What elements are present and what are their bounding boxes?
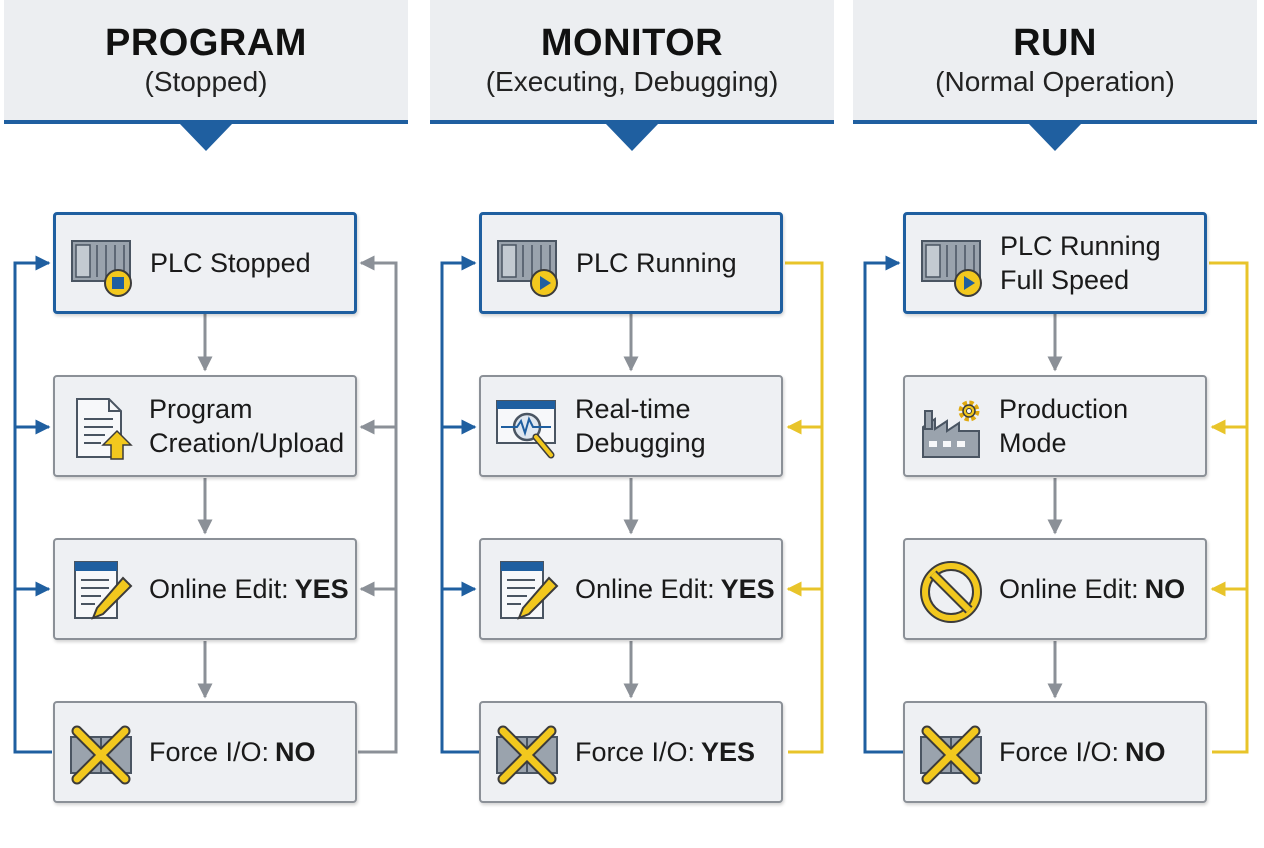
program-pointer [180, 124, 232, 151]
monitor-step-realtime-debugging: Real-time Debugging [479, 375, 783, 477]
step-label: Real-time Debugging [575, 394, 706, 458]
program-right-loop [358, 255, 398, 754]
run-pointer [1029, 124, 1081, 151]
step-label: PLC Stopped [150, 248, 311, 278]
run-title: RUN [1013, 22, 1097, 64]
monitor-subtitle: (Executing, Debugging) [485, 66, 779, 97]
monitor-step-plc-running: PLC Running [479, 212, 783, 314]
program-step-force-io: Force I/O:NO [53, 701, 357, 803]
program-subtitle: (Stopped) [144, 66, 268, 97]
run-header: RUN (Normal Operation) [853, 0, 1257, 151]
step-label: Online Edit:YES [149, 574, 349, 604]
monitor-step-force-io: Force I/O:YES [479, 701, 783, 803]
edit-document-icon [495, 560, 559, 624]
plc-stop-icon [70, 235, 134, 299]
program-step-plc-stopped: PLC Stopped [53, 212, 357, 314]
edit-document-icon [69, 560, 133, 624]
step-label: Force I/O:YES [575, 737, 756, 767]
online-edit-value: YES [720, 574, 775, 604]
plc-play-icon [496, 235, 560, 299]
step-label: Force I/O:NO [149, 737, 316, 767]
step-label: PLC Running Full Speed [1000, 231, 1161, 295]
factory-gear-icon [919, 397, 983, 461]
monitor-left-loop [440, 255, 479, 754]
monitor-pointer [606, 124, 658, 151]
program-header: PROGRAM (Stopped) [4, 0, 408, 151]
run-step-online-edit: Online Edit:NO [903, 538, 1207, 640]
monitor-step-online-edit: Online Edit:YES [479, 538, 783, 640]
force-io-crossed-icon [69, 723, 133, 787]
online-edit-value: NO [1144, 574, 1186, 604]
step-label: Program Creation/Upload [149, 394, 345, 458]
document-upload-icon [69, 397, 133, 461]
step-label: Production Mode [999, 394, 1129, 458]
debug-magnifier-icon [495, 397, 559, 461]
force-io-value: NO [275, 737, 316, 767]
plc-play-icon [920, 235, 984, 299]
force-io-crossed-icon [919, 723, 983, 787]
program-step-program-upload: Program Creation/Upload [53, 375, 357, 477]
run-step-plc-full-speed: PLC Running Full Speed [903, 212, 1207, 314]
step-label: Force I/O:NO [999, 737, 1166, 767]
online-edit-value: YES [294, 574, 349, 604]
run-right-loop [1209, 261, 1249, 754]
monitor-header: MONITOR (Executing, Debugging) [430, 0, 834, 151]
step-label: Online Edit:NO [999, 574, 1186, 604]
run-subtitle: (Normal Operation) [935, 66, 1175, 97]
step-label: Online Edit:YES [575, 574, 775, 604]
monitor-title: MONITOR [540, 22, 724, 64]
monitor-right-loop [785, 261, 824, 754]
run-step-production-mode: Production Mode [903, 375, 1207, 477]
force-io-crossed-icon [495, 723, 559, 787]
program-step-online-edit: Online Edit:YES [53, 538, 357, 640]
run-left-loop [863, 255, 903, 754]
run-step-force-io: Force I/O:NO [903, 701, 1207, 803]
prohibited-icon [919, 560, 983, 624]
program-left-loop [13, 255, 52, 754]
program-title: PROGRAM [105, 22, 307, 64]
step-label: PLC Running [576, 248, 737, 278]
force-io-value: YES [701, 737, 756, 767]
force-io-value: NO [1125, 737, 1166, 767]
